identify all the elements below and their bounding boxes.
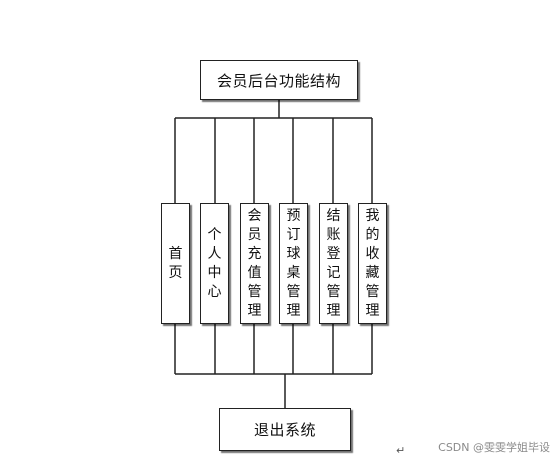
child-node-label: 我的收藏管理: [365, 207, 380, 319]
paragraph-mark: ↵: [396, 444, 406, 457]
child-node-label: 个人中心: [207, 226, 222, 300]
exit-node-label: 退出系统: [253, 421, 316, 439]
child-node-member-recharge: 会员充值管理: [240, 203, 269, 324]
child-node-checkout-registration: 结账登记管理: [319, 203, 348, 324]
exit-node: 退出系统: [219, 408, 351, 451]
root-node-label: 会员后台功能结构: [216, 71, 341, 90]
child-node-table-booking: 预订球桌管理: [279, 203, 308, 324]
child-node-label: 首页: [168, 245, 183, 281]
child-node-personal-center: 个人中心: [200, 203, 229, 324]
child-node-home: 首页: [161, 203, 190, 324]
root-node: 会员后台功能结构: [200, 60, 358, 100]
child-node-label: 会员充值管理: [247, 207, 262, 319]
child-node-label: 结账登记管理: [326, 207, 341, 319]
child-node-my-favorites: 我的收藏管理: [358, 203, 387, 324]
watermark-text: CSDN @雯雯学姐毕设: [438, 441, 550, 454]
child-node-label: 预订球桌管理: [286, 207, 301, 319]
